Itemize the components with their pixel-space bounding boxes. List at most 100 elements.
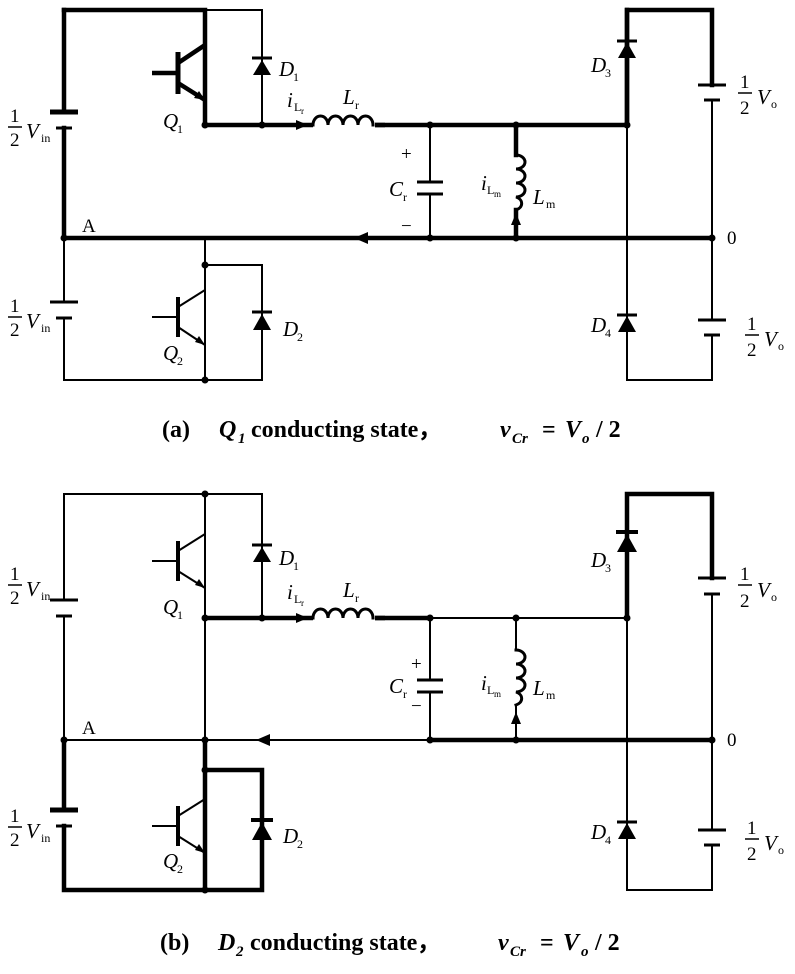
svg-text:in: in — [41, 831, 50, 845]
svg-text:V: V — [26, 577, 41, 601]
svg-text:=: = — [542, 417, 556, 443]
vo-battery-bottom — [698, 318, 726, 337]
svg-text:1: 1 — [740, 564, 750, 585]
d1-label-b: D 1 — [278, 546, 299, 573]
vin-battery-bottom — [50, 300, 78, 320]
node-0-label: 0 — [727, 228, 737, 249]
vin-battery-bottom-b — [50, 807, 78, 828]
q2-transistor — [152, 289, 206, 346]
vo-label-top: 1 2 V o — [738, 72, 777, 119]
svg-text:L: L — [342, 578, 355, 602]
svg-text:o: o — [771, 97, 777, 111]
svg-text:/ 2: / 2 — [594, 930, 620, 956]
svg-text:2: 2 — [10, 320, 20, 341]
svg-text:L: L — [294, 100, 301, 114]
ilm-label: i L m — [481, 171, 501, 199]
svg-text:V: V — [757, 578, 772, 602]
svg-text:1: 1 — [10, 564, 20, 585]
svg-text:Cr: Cr — [512, 431, 528, 447]
panel-a: 1 2 V in 1 2 V in 1 2 V o 1 2 V o Q — [8, 7, 784, 384]
q1-label-b: Q 1 — [163, 595, 183, 622]
svg-text:D: D — [590, 313, 606, 337]
cr-plus-sign: + — [401, 144, 412, 165]
svg-text:(a): (a) — [162, 417, 190, 443]
svg-text:2: 2 — [297, 837, 303, 851]
vo-battery-bottom-b — [698, 828, 726, 847]
d2-diode — [252, 310, 272, 330]
svg-text:V: V — [757, 85, 772, 109]
cr-capacitor-b — [417, 678, 443, 694]
q2-transistor-b — [152, 798, 206, 854]
vin-label-top: 1 2 V in — [8, 106, 50, 151]
svg-text:3: 3 — [605, 561, 611, 575]
vin-label-bottom-b: 1 2 V in — [8, 806, 50, 851]
ilr-label-b: i L r — [287, 580, 304, 608]
svg-text:V: V — [764, 327, 779, 351]
q1-label: Q 1 — [163, 109, 183, 136]
svg-text:o: o — [778, 843, 784, 857]
d1-diode-b — [252, 543, 272, 562]
svg-text:r: r — [301, 598, 304, 608]
lr-label: L r — [342, 85, 359, 112]
svg-text:L: L — [487, 183, 494, 197]
vo-label-bottom-b: 1 2 V o — [745, 818, 784, 865]
d4-diode-b — [617, 820, 637, 839]
svg-text:r: r — [355, 98, 359, 112]
svg-text:o: o — [771, 590, 777, 604]
svg-text:V: V — [764, 831, 779, 855]
d3-diode-b — [616, 530, 638, 552]
rail-arrow-a — [354, 232, 368, 244]
svg-text:D: D — [282, 824, 298, 848]
svg-text:L: L — [532, 676, 545, 700]
svg-text:Q: Q — [163, 849, 178, 873]
caption-a: (a) Q 1 conducting state， v Cr = V o / 2 — [162, 417, 621, 447]
svg-text:i: i — [481, 671, 487, 695]
svg-text:2: 2 — [177, 862, 183, 876]
svg-text:/ 2: / 2 — [595, 417, 621, 443]
node-a-label-b: A — [82, 718, 96, 739]
cr-label: C r — [389, 177, 407, 204]
svg-text:L: L — [487, 683, 494, 697]
svg-text:o: o — [778, 339, 784, 353]
d2-label: D 2 — [282, 317, 303, 344]
lm-inductor-b — [514, 648, 527, 707]
svg-text:r: r — [403, 687, 407, 701]
d1-diode — [252, 56, 272, 75]
svg-text:L: L — [532, 185, 545, 209]
d3-label: D 3 — [590, 53, 611, 80]
svg-text:o: o — [581, 944, 589, 960]
svg-text:2: 2 — [297, 330, 303, 344]
cr-plus-sign-b: + — [411, 654, 422, 675]
svg-text:r: r — [301, 106, 304, 116]
svg-text:Q: Q — [163, 109, 178, 133]
svg-text:Q: Q — [219, 417, 236, 443]
d3-label-b: D 3 — [590, 548, 611, 575]
svg-text:i: i — [481, 171, 487, 195]
svg-text:1: 1 — [747, 818, 757, 839]
svg-text:2: 2 — [10, 130, 20, 151]
caption-b: (b) D 2 conducting state， v Cr = V o / 2 — [160, 930, 620, 960]
svg-text:Cr: Cr — [510, 944, 526, 960]
svg-text:1: 1 — [177, 608, 183, 622]
rail-arrow-b — [256, 734, 270, 746]
node-a-label: A — [82, 216, 96, 237]
svg-text:3: 3 — [605, 66, 611, 80]
svg-text:4: 4 — [605, 326, 611, 340]
svg-text:2: 2 — [740, 98, 750, 119]
panel-b: 1 2 V in 1 2 V in 1 2 V o 1 2 V o Q — [8, 490, 784, 894]
q1-transistor-b — [152, 533, 206, 589]
svg-text:C: C — [389, 674, 404, 698]
svg-text:D: D — [278, 57, 294, 81]
ilr-label: i L r — [287, 88, 304, 116]
svg-text:D: D — [282, 317, 298, 341]
d4-label-b: D 4 — [590, 820, 611, 847]
svg-text:V: V — [26, 819, 41, 843]
svg-text:r: r — [403, 190, 407, 204]
svg-text:m: m — [494, 189, 501, 199]
cr-label-b: C r — [389, 674, 407, 701]
svg-text:2: 2 — [10, 588, 20, 609]
d4-label: D 4 — [590, 313, 611, 340]
ilr-arrow-b — [296, 613, 308, 623]
svg-text:V: V — [563, 930, 581, 956]
lr-inductor-b — [311, 605, 385, 623]
